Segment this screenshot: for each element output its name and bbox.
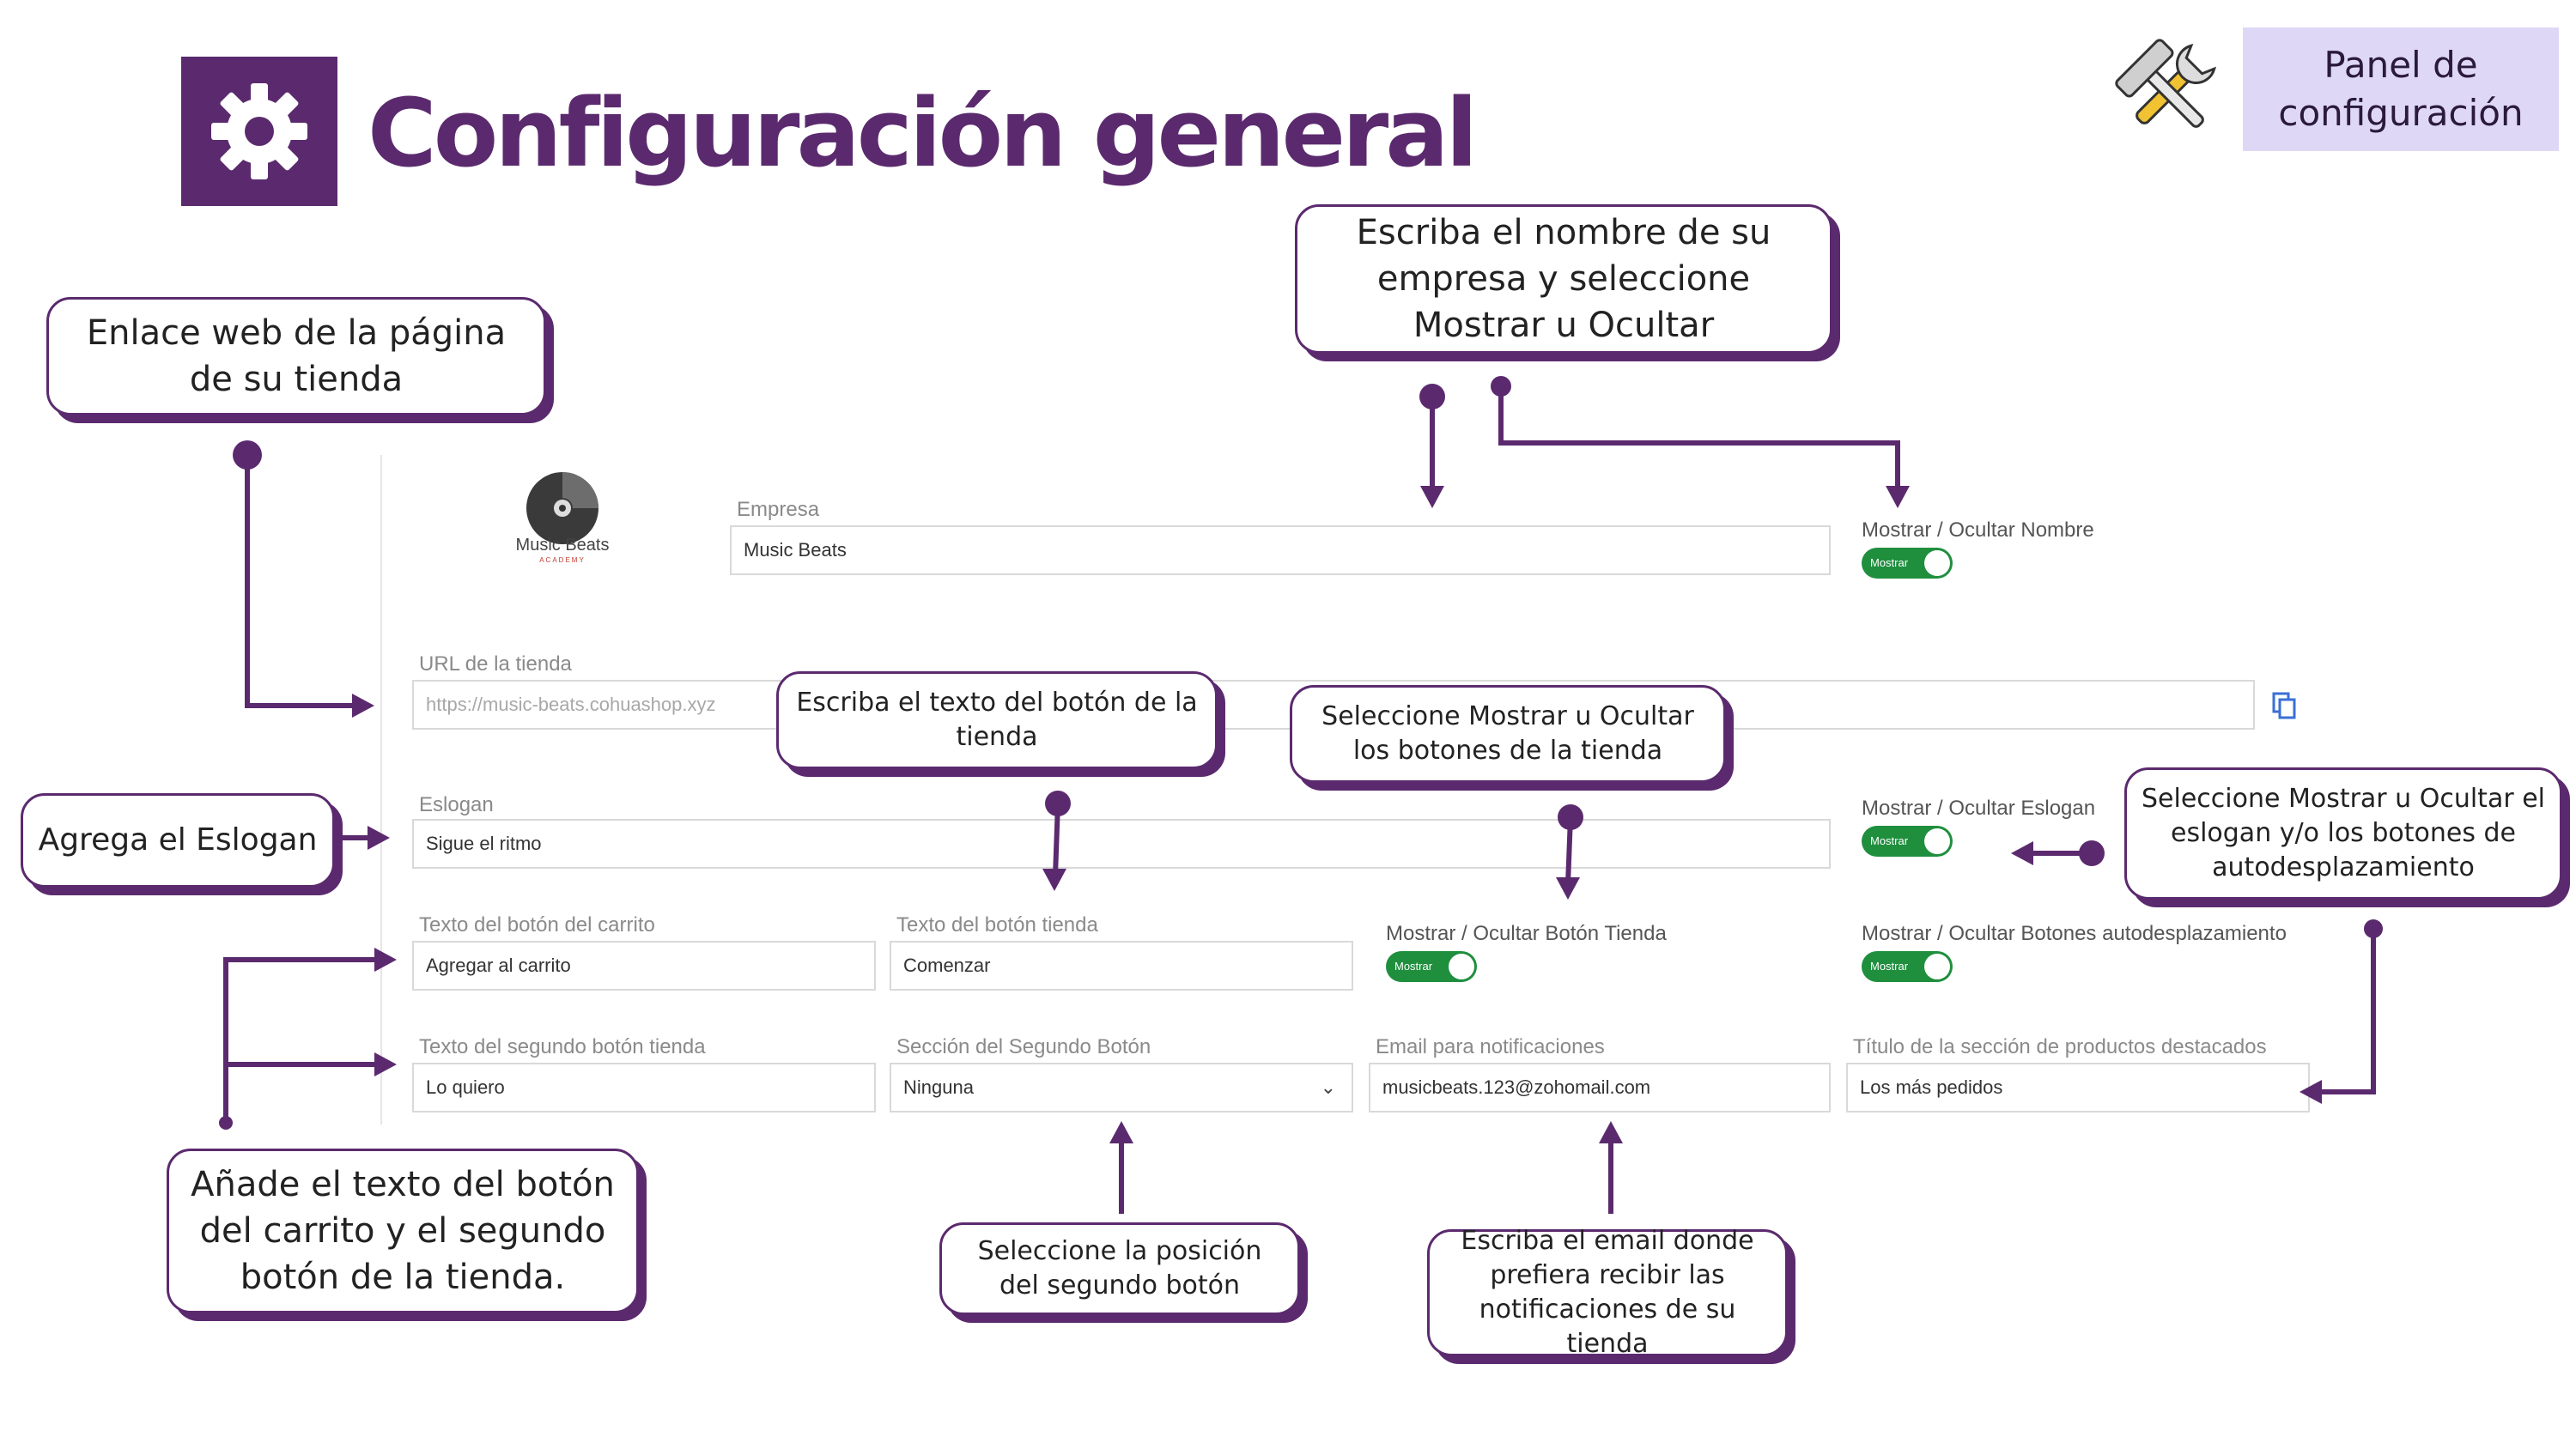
arrowhead: [2011, 841, 2033, 865]
callout-add-slogan: Agrega el Eslogan: [21, 793, 335, 888]
callout-store-link: Enlace web de la página de su tienda: [46, 297, 546, 415]
toggle-state: Mostrar: [1870, 834, 1909, 847]
featured-title-input[interactable]: Los más pedidos: [1846, 1063, 2310, 1113]
gear-icon: [211, 83, 307, 179]
arrowhead: [1042, 869, 1066, 891]
toggle-state: Mostrar: [1394, 960, 1433, 973]
email-input[interactable]: musicbeats.123@zohomail.com: [1369, 1063, 1831, 1113]
toggle-nombre-label: Mostrar / Ocultar Nombre: [1862, 518, 2094, 542]
connector-dot: [233, 440, 262, 470]
connector-store-link: [245, 455, 359, 708]
store-button-input[interactable]: Comenzar: [890, 941, 1353, 991]
toggle-boton-tienda[interactable]: Mostrar: [1386, 951, 1477, 982]
toggle-autodesplazamiento-label: Mostrar / Ocultar Botones autodesplazami…: [1862, 922, 2287, 945]
connector-dot: [1558, 804, 1583, 830]
connector-cart-button: [223, 957, 374, 1123]
arrowhead: [374, 948, 397, 972]
toggle-nombre[interactable]: Mostrar: [1862, 548, 1953, 579]
arrowhead: [2300, 1080, 2322, 1104]
tools-icon: [2114, 38, 2222, 146]
toggle-knob: [1924, 550, 1950, 576]
copy-icon[interactable]: [2272, 692, 2296, 719]
cart-button-input[interactable]: Agregar al carrito: [412, 941, 876, 991]
empresa-label: Empresa: [737, 498, 820, 521]
callout-second-button-position: Seleccione la posición del segundo botón: [939, 1222, 1300, 1315]
gear-icon-box: [181, 57, 337, 206]
toggle-state: Mostrar: [1870, 556, 1909, 569]
chevron-down-icon[interactable]: ⌄: [1320, 1076, 1336, 1098]
email-label: Email para notificaciones: [1376, 1035, 1605, 1058]
eslogan-label: Eslogan: [419, 793, 494, 816]
empresa-input[interactable]: Music Beats: [730, 525, 1831, 575]
connector-dot: [2079, 840, 2105, 866]
toggle-eslogan-label: Mostrar / Ocultar Eslogan: [1862, 797, 2096, 820]
store-button-label: Texto del botón tienda: [896, 913, 1098, 937]
callout-toggle-store-buttons: Seleccione Mostrar u Ocultar los botones…: [1290, 685, 1726, 783]
arrowhead: [1556, 877, 1580, 900]
toggle-autodesplazamiento[interactable]: Mostrar: [1862, 951, 1953, 982]
connector-dot: [219, 1116, 233, 1130]
second-section-label: Sección del Segundo Botón: [896, 1035, 1151, 1058]
arrowhead: [1109, 1121, 1133, 1143]
second-section-select[interactable]: Ninguna ⌄: [890, 1063, 1353, 1113]
featured-title-label: Título de la sección de productos destac…: [1853, 1035, 2267, 1058]
callout-cart-button-text: Añade el texto del botón del carrito y e…: [167, 1149, 639, 1313]
arrowhead: [1420, 486, 1444, 508]
connector-dot: [1045, 791, 1071, 816]
arrowhead: [368, 826, 390, 850]
connector-dot: [1419, 384, 1445, 409]
toggle-eslogan[interactable]: Mostrar: [1862, 826, 1953, 857]
page-title: Configuración general: [368, 78, 1478, 188]
logo-subtext: ACADEMY: [539, 556, 586, 564]
callout-notification-email: Escriba el email donde prefiera recibir …: [1427, 1226, 1788, 1359]
toggle-knob: [1924, 954, 1950, 979]
connector-featured-title: [2322, 929, 2376, 1094]
divider: [380, 455, 382, 1125]
cart-button-label: Texto del botón del carrito: [419, 913, 655, 937]
arrowhead: [1599, 1121, 1623, 1143]
toggle-knob: [1924, 828, 1950, 854]
second-button-label: Texto del segundo botón tienda: [419, 1035, 706, 1058]
toggle-knob: [1449, 954, 1474, 979]
callout-store-button-text: Escriba el texto del botón de la tienda: [776, 671, 1218, 769]
connector-dot: [1491, 376, 1511, 397]
arrowhead: [352, 694, 374, 718]
callout-toggle-slogan: Seleccione Mostrar u Ocultar el eslogan …: [2124, 767, 2562, 900]
url-label: URL de la tienda: [419, 652, 572, 676]
arrowhead: [1886, 486, 1910, 508]
eslogan-input[interactable]: Sigue el ritmo: [412, 819, 1831, 869]
logo-text: Music Beats: [515, 536, 610, 555]
second-button-input[interactable]: Lo quiero: [412, 1063, 876, 1113]
toggle-boton-tienda-label: Mostrar / Ocultar Botón Tienda: [1386, 922, 1667, 945]
second-section-value: Ninguna: [903, 1076, 974, 1098]
store-logo: Music Beats ACADEMY: [507, 472, 618, 575]
connector-dot: [2364, 919, 2383, 938]
arrowhead: [374, 1052, 397, 1076]
callout-company-name: Escriba el nombre de su empresa y selecc…: [1295, 204, 1832, 354]
connector-company-toggle: [1498, 386, 1900, 491]
toggle-state: Mostrar: [1870, 960, 1909, 973]
panel-badge[interactable]: Panel de configuración: [2243, 27, 2559, 151]
